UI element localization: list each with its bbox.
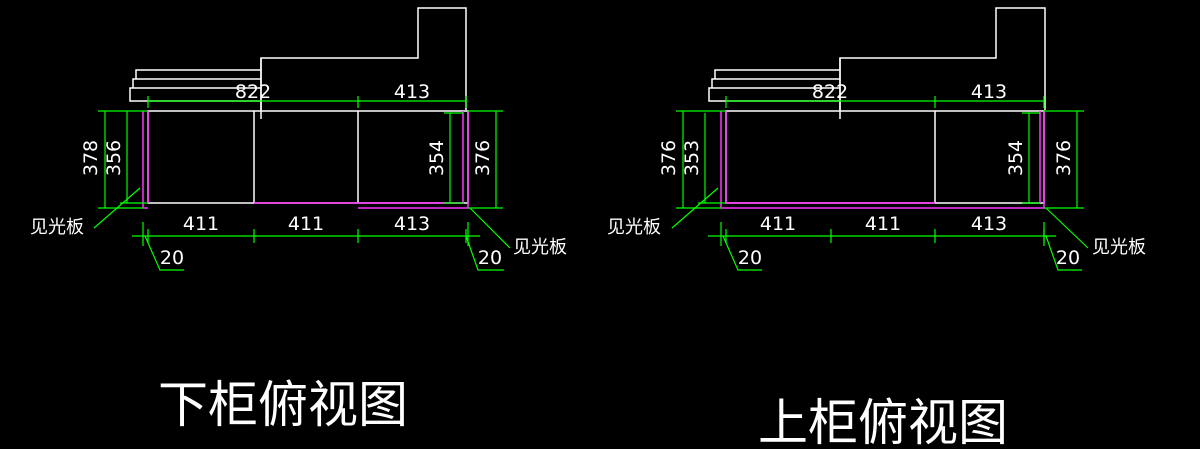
dimension-right: 354 376 — [1005, 110, 1084, 209]
gap-dimensions: 20 20 见光板 见光板 — [30, 187, 567, 271]
dimension-left: 378 356 — [80, 110, 148, 209]
dim-bottom-411: 411 — [760, 213, 796, 235]
dim-top-413: 413 — [394, 81, 430, 103]
drawing-title: 上柜俯视图 — [758, 394, 1008, 449]
dim-left-inner: 353 — [681, 140, 703, 176]
visible-panel-left — [142, 111, 149, 209]
dimension-left: 376 353 — [658, 110, 726, 209]
dim-bottom-411: 411 — [183, 213, 219, 235]
dim-gap-right: 20 — [478, 247, 502, 269]
dimension-top: 822 413 — [725, 81, 1045, 108]
dim-bottom-413: 413 — [394, 213, 430, 235]
dim-left-outer: 376 — [658, 140, 680, 176]
dim-top-822: 822 — [812, 81, 848, 103]
cabinet-outline — [147, 110, 469, 204]
stairs — [129, 69, 261, 102]
upper-cabinet-plan: 822 413 411 411 413 376 353 — [607, 7, 1146, 449]
dim-gap-left: 20 — [160, 247, 184, 269]
dimension-right: 354 376 — [426, 110, 503, 209]
dim-right-outer: 376 — [1053, 140, 1075, 176]
dim-gap-left: 20 — [738, 247, 762, 269]
label-visible-panel-right: 见光板 — [513, 237, 567, 258]
dim-bottom-413: 413 — [971, 213, 1007, 235]
dim-left-outer: 378 — [80, 140, 102, 176]
dim-right-inner: 354 — [426, 140, 448, 176]
dim-gap-right: 20 — [1056, 247, 1080, 269]
lower-cabinet-plan: 822 413 411 411 413 378 356 — [30, 7, 567, 434]
label-visible-panel-right: 见光板 — [1092, 237, 1146, 258]
dimension-top: 822 413 — [147, 81, 467, 108]
label-visible-panel-left: 见光板 — [30, 217, 84, 238]
building-outline — [260, 7, 467, 110]
drawing-title: 下柜俯视图 — [158, 376, 408, 434]
building-outline — [839, 7, 1046, 110]
dim-bottom-411: 411 — [865, 213, 901, 235]
dim-right-inner: 354 — [1005, 140, 1027, 176]
dimension-bottom: 411 411 413 — [132, 213, 480, 243]
dim-top-413: 413 — [971, 81, 1007, 103]
dim-bottom-411: 411 — [288, 213, 324, 235]
gap-dimensions: 20 20 见光板 见光板 — [607, 187, 1146, 271]
cabinet-outline — [725, 110, 1045, 204]
dim-left-inner: 356 — [103, 140, 125, 176]
dim-right-outer: 376 — [472, 140, 494, 176]
visible-panel-left — [720, 111, 935, 209]
visible-panel-right — [358, 111, 469, 209]
stairs — [708, 69, 840, 102]
label-visible-panel-left: 见光板 — [607, 217, 661, 238]
visible-panel-right — [935, 111, 1045, 209]
dim-top-822: 822 — [235, 81, 271, 103]
dimension-bottom: 411 411 413 — [708, 213, 1056, 243]
